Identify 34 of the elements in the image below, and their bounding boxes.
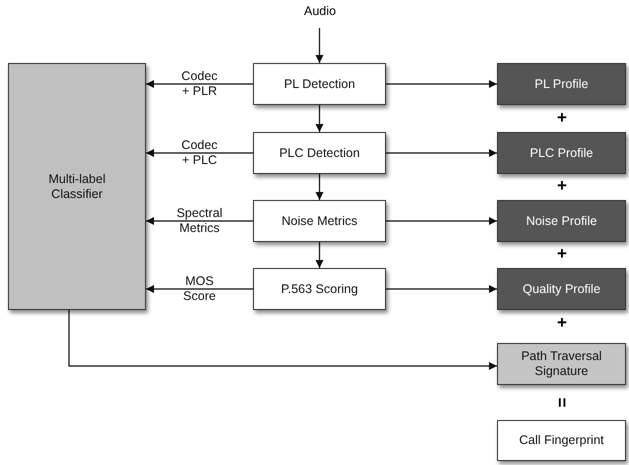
- process-box: PLC Detection: [253, 132, 386, 174]
- classifier-box: Multi-label Classifier: [8, 63, 146, 310]
- arrow: [146, 80, 253, 88]
- arrow: [386, 217, 497, 225]
- arrow: [146, 285, 253, 293]
- arrow: [68, 310, 497, 370]
- arrow: [386, 285, 497, 293]
- arrow: [146, 217, 253, 225]
- profile-box: PL Profile: [497, 63, 626, 105]
- edge-label: Spectral Metrics: [176, 206, 224, 236]
- edge-label: Codec + PLR: [180, 69, 219, 99]
- profile-box: Quality Profile: [497, 268, 626, 310]
- profile-box: Noise Profile: [497, 200, 626, 242]
- edge-label: Codec + PLC: [180, 138, 219, 168]
- profile-box: PLC Profile: [497, 132, 626, 174]
- arrow: [316, 105, 324, 132]
- plus-sign: +: [556, 109, 568, 126]
- arrow: [146, 149, 253, 157]
- process-box: PL Detection: [253, 63, 386, 105]
- arrow: [316, 28, 324, 63]
- edge-label: MOS Score: [182, 274, 217, 304]
- input-label: Audio: [290, 0, 350, 22]
- arrow: [316, 242, 324, 268]
- process-box: P.563 Scoring: [253, 268, 386, 310]
- equals-sign: =: [554, 396, 570, 410]
- plus-sign: +: [556, 314, 568, 331]
- signature-box: Path Traversal Signature: [497, 343, 626, 385]
- plus-sign: +: [556, 245, 568, 262]
- process-box: Call Fingerprint: [497, 420, 626, 461]
- plus-sign: +: [556, 177, 568, 194]
- arrow: [386, 149, 497, 157]
- arrow: [386, 80, 497, 88]
- arrow: [316, 174, 324, 200]
- process-box: Noise Metrics: [253, 200, 386, 242]
